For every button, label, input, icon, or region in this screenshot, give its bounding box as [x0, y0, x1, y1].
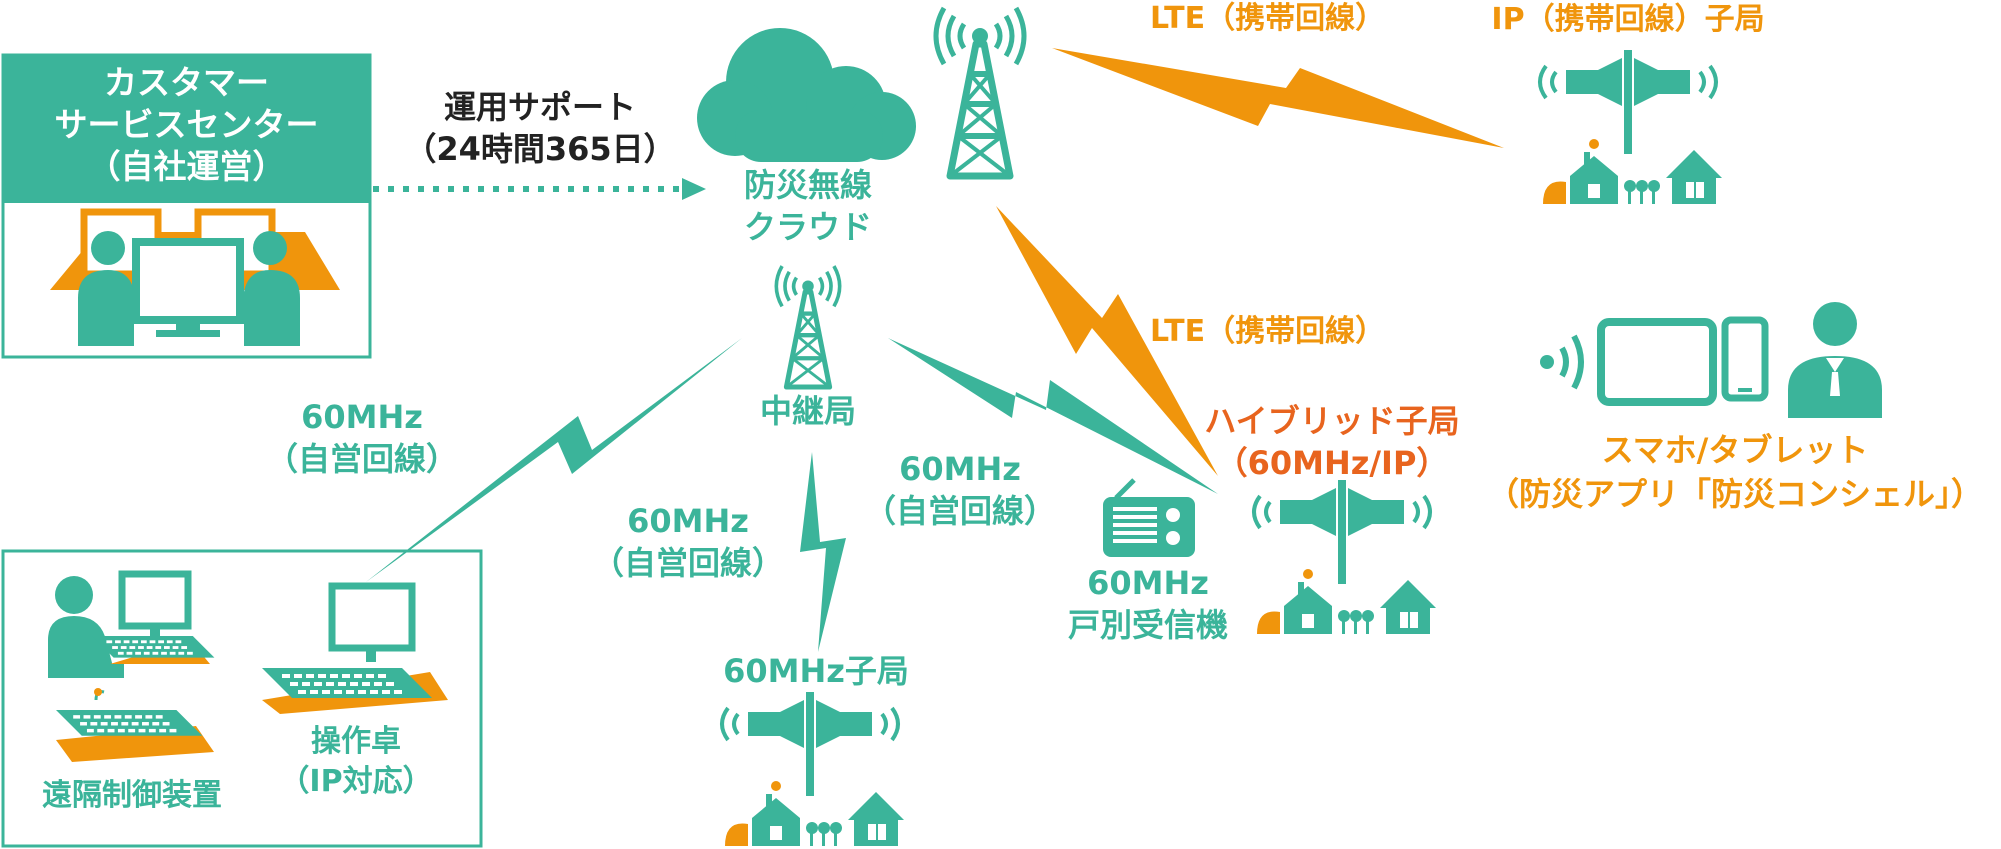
smartphone-label-line: （防災アプリ「防災コンシェル」） — [1486, 475, 1984, 513]
center-title-line: （自社運営） — [87, 147, 286, 186]
lte-top-label: LTE（携帯回線） — [1150, 1, 1386, 36]
center-title-line: サービスセンター — [54, 105, 319, 144]
remote-control-device-label: 遠隔制御装置 — [42, 778, 222, 813]
smartphone-label-line: スマホ/タブレット — [1601, 431, 1869, 469]
sixty-link-bottom-label-line: （自営回線） — [591, 544, 785, 582]
sixty-link-right-label-line: 60MHz — [899, 450, 1021, 488]
relay-tower-icon — [776, 266, 839, 387]
sixty-mhz-link-bottom — [800, 452, 846, 652]
wireless-signal-icon — [1540, 334, 1584, 390]
user-icon — [1788, 302, 1882, 418]
sixty-link-right-label-line: （自営回線） — [863, 492, 1057, 530]
support-arrow — [373, 178, 706, 200]
hybrid-station-label-line: （60MHz/IP） — [1215, 444, 1449, 482]
home-receiver-label-line: 60MHz — [1087, 564, 1209, 602]
smartphone-icon — [1721, 316, 1769, 402]
customer-service-center-box — [1, 53, 372, 359]
relay-station-label: 中継局 — [759, 392, 857, 430]
lte-hybrid-label: LTE（携帯回線） — [1150, 314, 1386, 349]
operator-console-label-line: （IP対応） — [279, 764, 433, 799]
lte-link-top — [1052, 48, 1504, 148]
sixty-link-left-label-line: （自営回線） — [265, 440, 459, 478]
support-label-line: 運用サポート — [443, 88, 636, 126]
home-receiver-radio-icon — [1103, 478, 1195, 557]
sixty-station-label: 60MHz子局 — [723, 652, 909, 690]
cloud-icon — [697, 28, 916, 162]
hybrid-station-speaker-icon — [1252, 478, 1432, 586]
ip-station-speaker-icon — [1538, 48, 1718, 156]
operator-console-monitor-icon — [328, 582, 416, 662]
sixty-station-speaker-icon — [720, 690, 900, 798]
cloud-label: 防災無線 クラウド — [744, 164, 872, 248]
sixty-link-left-label: 60MHz （自営回線） — [266, 396, 458, 480]
sixty-link-bottom-label: 60MHz （自営回線） — [592, 500, 784, 584]
operator-console-label: 操作卓 （IP対応） — [279, 722, 432, 802]
sixty-station-houses-icon — [725, 781, 904, 846]
lte-link-hybrid — [996, 206, 1218, 476]
center-title-line: カスタマー — [104, 63, 269, 102]
ip-station-label: IP（携帯回線）子局 — [1491, 2, 1765, 37]
customer-service-center-title: カスタマー サービスセンター （自社運営） — [3, 62, 370, 188]
cloud-label-line: クラウド — [743, 208, 873, 246]
cloud-label-line: 防災無線 — [743, 166, 873, 204]
remote-console-keyboard-icon — [92, 636, 215, 664]
support-label-line: （24時間365日） — [404, 130, 676, 168]
hybrid-station-label-line: ハイブリッド子局 — [1204, 402, 1460, 440]
home-receiver-label-line: 戸別受信機 — [1067, 606, 1229, 644]
tablet-icon — [1597, 318, 1717, 406]
hybrid-station-label: ハイブリッド子局 （60MHz/IP） — [1204, 400, 1459, 484]
ip-station-houses-icon — [1543, 139, 1722, 204]
operators-icon — [50, 208, 340, 346]
hybrid-station-houses-icon — [1257, 569, 1436, 634]
remote-control-device-icon — [56, 688, 214, 762]
sixty-link-right-label: 60MHz （自営回線） — [864, 448, 1056, 532]
remote-console-monitor-icon — [118, 570, 192, 638]
operator-console-label-line: 操作卓 — [311, 724, 401, 759]
sixty-mhz-link-right — [888, 338, 1218, 494]
operator-person-icon — [48, 576, 124, 678]
smartphone-label: スマホ/タブレット （防災アプリ「防災コンシェル」） — [1487, 428, 1983, 516]
sixty-link-left-label-line: 60MHz — [301, 398, 423, 436]
consoles-box — [1, 549, 483, 848]
support-label: 運用サポート （24時間365日） — [404, 86, 675, 170]
sixty-link-bottom-label-line: 60MHz — [627, 502, 749, 540]
main-antenna-tower-icon — [936, 8, 1024, 176]
operator-console-keyboard-icon — [262, 668, 448, 714]
home-receiver-label: 60MHz 戸別受信機 — [1068, 562, 1228, 646]
